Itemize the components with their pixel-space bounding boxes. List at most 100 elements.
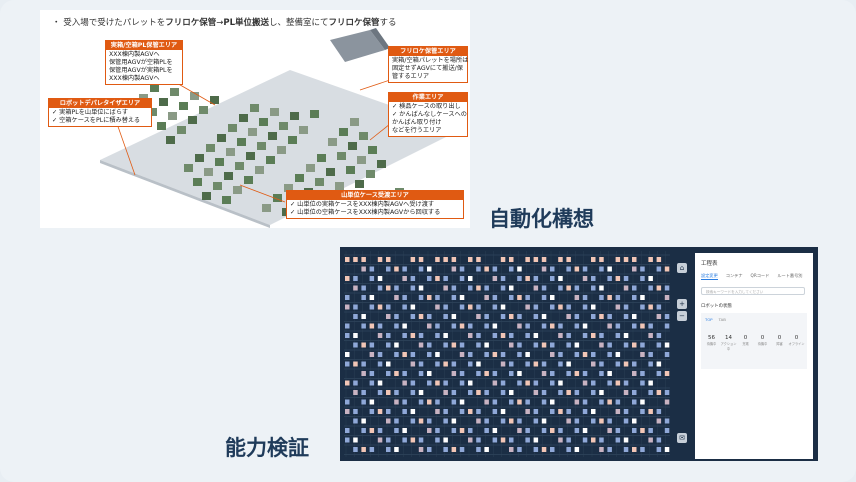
storage-cell [664,447,670,452]
rack-unit [366,170,375,178]
storage-cell [623,257,629,262]
storage-cell [541,257,547,262]
storage-cell [492,352,498,357]
storage-cell [345,361,350,367]
storage-cell [386,409,391,414]
storage-cell [648,428,653,433]
storage-cell [591,409,596,414]
storage-cell [386,257,391,262]
tab-container[interactable]: コンテナ [725,273,743,278]
storage-cell [558,352,563,357]
verification-label: 能力検証 [225,436,309,460]
storage-cell [558,409,563,414]
storage-cell [582,399,588,405]
rack-unit [177,126,186,134]
storage-cell [484,342,489,348]
storage-cell [418,314,424,319]
storage-cell [427,342,432,348]
storage-cell [582,380,588,386]
storage-cell [607,447,612,452]
storage-cell [459,295,465,300]
storage-cell [541,285,547,291]
storage-cell [656,342,662,348]
subtab-tab[interactable]: TAB [718,317,726,322]
rack-unit [248,128,257,136]
storage-cell [566,257,571,262]
storage-cell [402,352,407,357]
storage-cell [525,333,530,338]
rack-unit [355,180,364,188]
zoom-out-button[interactable]: − [677,311,687,321]
rack-unit [166,136,175,144]
storage-cell [361,342,366,348]
storage-cell [599,390,604,395]
rack-unit [168,112,177,120]
message-button[interactable]: ✉ [677,433,687,443]
storage-cell [500,304,506,310]
storage-cell [566,409,571,414]
storage-cell [664,371,670,376]
storage-cell [640,428,645,433]
storage-cell [345,409,350,414]
storage-cell [361,323,366,329]
storage-cell [599,266,604,272]
storage-cell [632,447,637,452]
storage-cell [615,323,621,329]
storage-cell [443,285,448,291]
storage-cell [443,361,448,367]
robot-status-heading: ロボットの状態 [701,304,732,309]
rack-unit [188,116,197,124]
storage-cell [492,380,498,386]
storage-cell [656,266,662,272]
home-button[interactable]: ⌂ [677,263,687,273]
tab-route[interactable]: ルート番号別 [777,273,803,278]
rack-unit [237,138,246,146]
storage-cell [369,428,375,433]
storage-cell [582,266,588,272]
storage-cell [361,390,366,395]
storage-cell [468,304,473,310]
storage-cell [369,295,375,300]
storage-cell [377,276,383,281]
storage-cell [648,333,653,338]
rack-unit [335,182,344,190]
storage-cell [394,314,399,319]
storage-cell [558,437,563,443]
rack-unit [184,164,193,172]
storage-cell [427,314,432,319]
zoom-in-button[interactable]: + [677,299,687,309]
storage-cell [541,342,547,348]
subtab-top[interactable]: TOP [705,317,713,322]
rack-unit [235,162,244,170]
storage-cell [615,409,621,414]
storage-cell [435,257,440,262]
storage-cell [591,333,596,338]
storage-cell [550,276,555,281]
tab-settings[interactable]: 設定変更 [701,273,718,280]
storage-cell [656,361,662,367]
storage-cell [591,418,596,424]
storage-cell [632,428,637,433]
storage-cell [492,266,498,272]
storage-cell [607,295,612,300]
storage-cell [377,361,383,367]
storage-cell [377,428,383,433]
freeloc-area-box: フリロケ保管エリア 実箱/空箱パレットを場所は 固定せずAGVにて搬送/保 管す… [388,46,468,83]
storage-cell [566,333,571,338]
rack-unit [359,132,368,140]
storage-cell [459,276,465,281]
storage-cell [656,371,662,376]
rack-unit [159,98,168,106]
storage-cell [468,276,473,281]
storage-cell [435,361,440,367]
storage-cell [566,371,571,376]
robot-area-box: ロボットデパレタイザエリア ✓ 実箱PLを山単位にばらす ✓ 空箱ケースをPLに… [48,98,152,127]
storage-cell [591,352,596,357]
rack-unit [179,102,188,110]
side-panel: 工程表 設定変更 コンテナ QRコード ルート番号別 検索キーワードを入力してく… [695,253,813,459]
storage-cell [435,295,440,300]
search-input[interactable]: 検索キーワードを入力してください [701,287,805,295]
tab-qrcode[interactable]: QRコード [750,273,770,278]
storage-cell [451,361,457,367]
storage-cell [451,323,457,329]
